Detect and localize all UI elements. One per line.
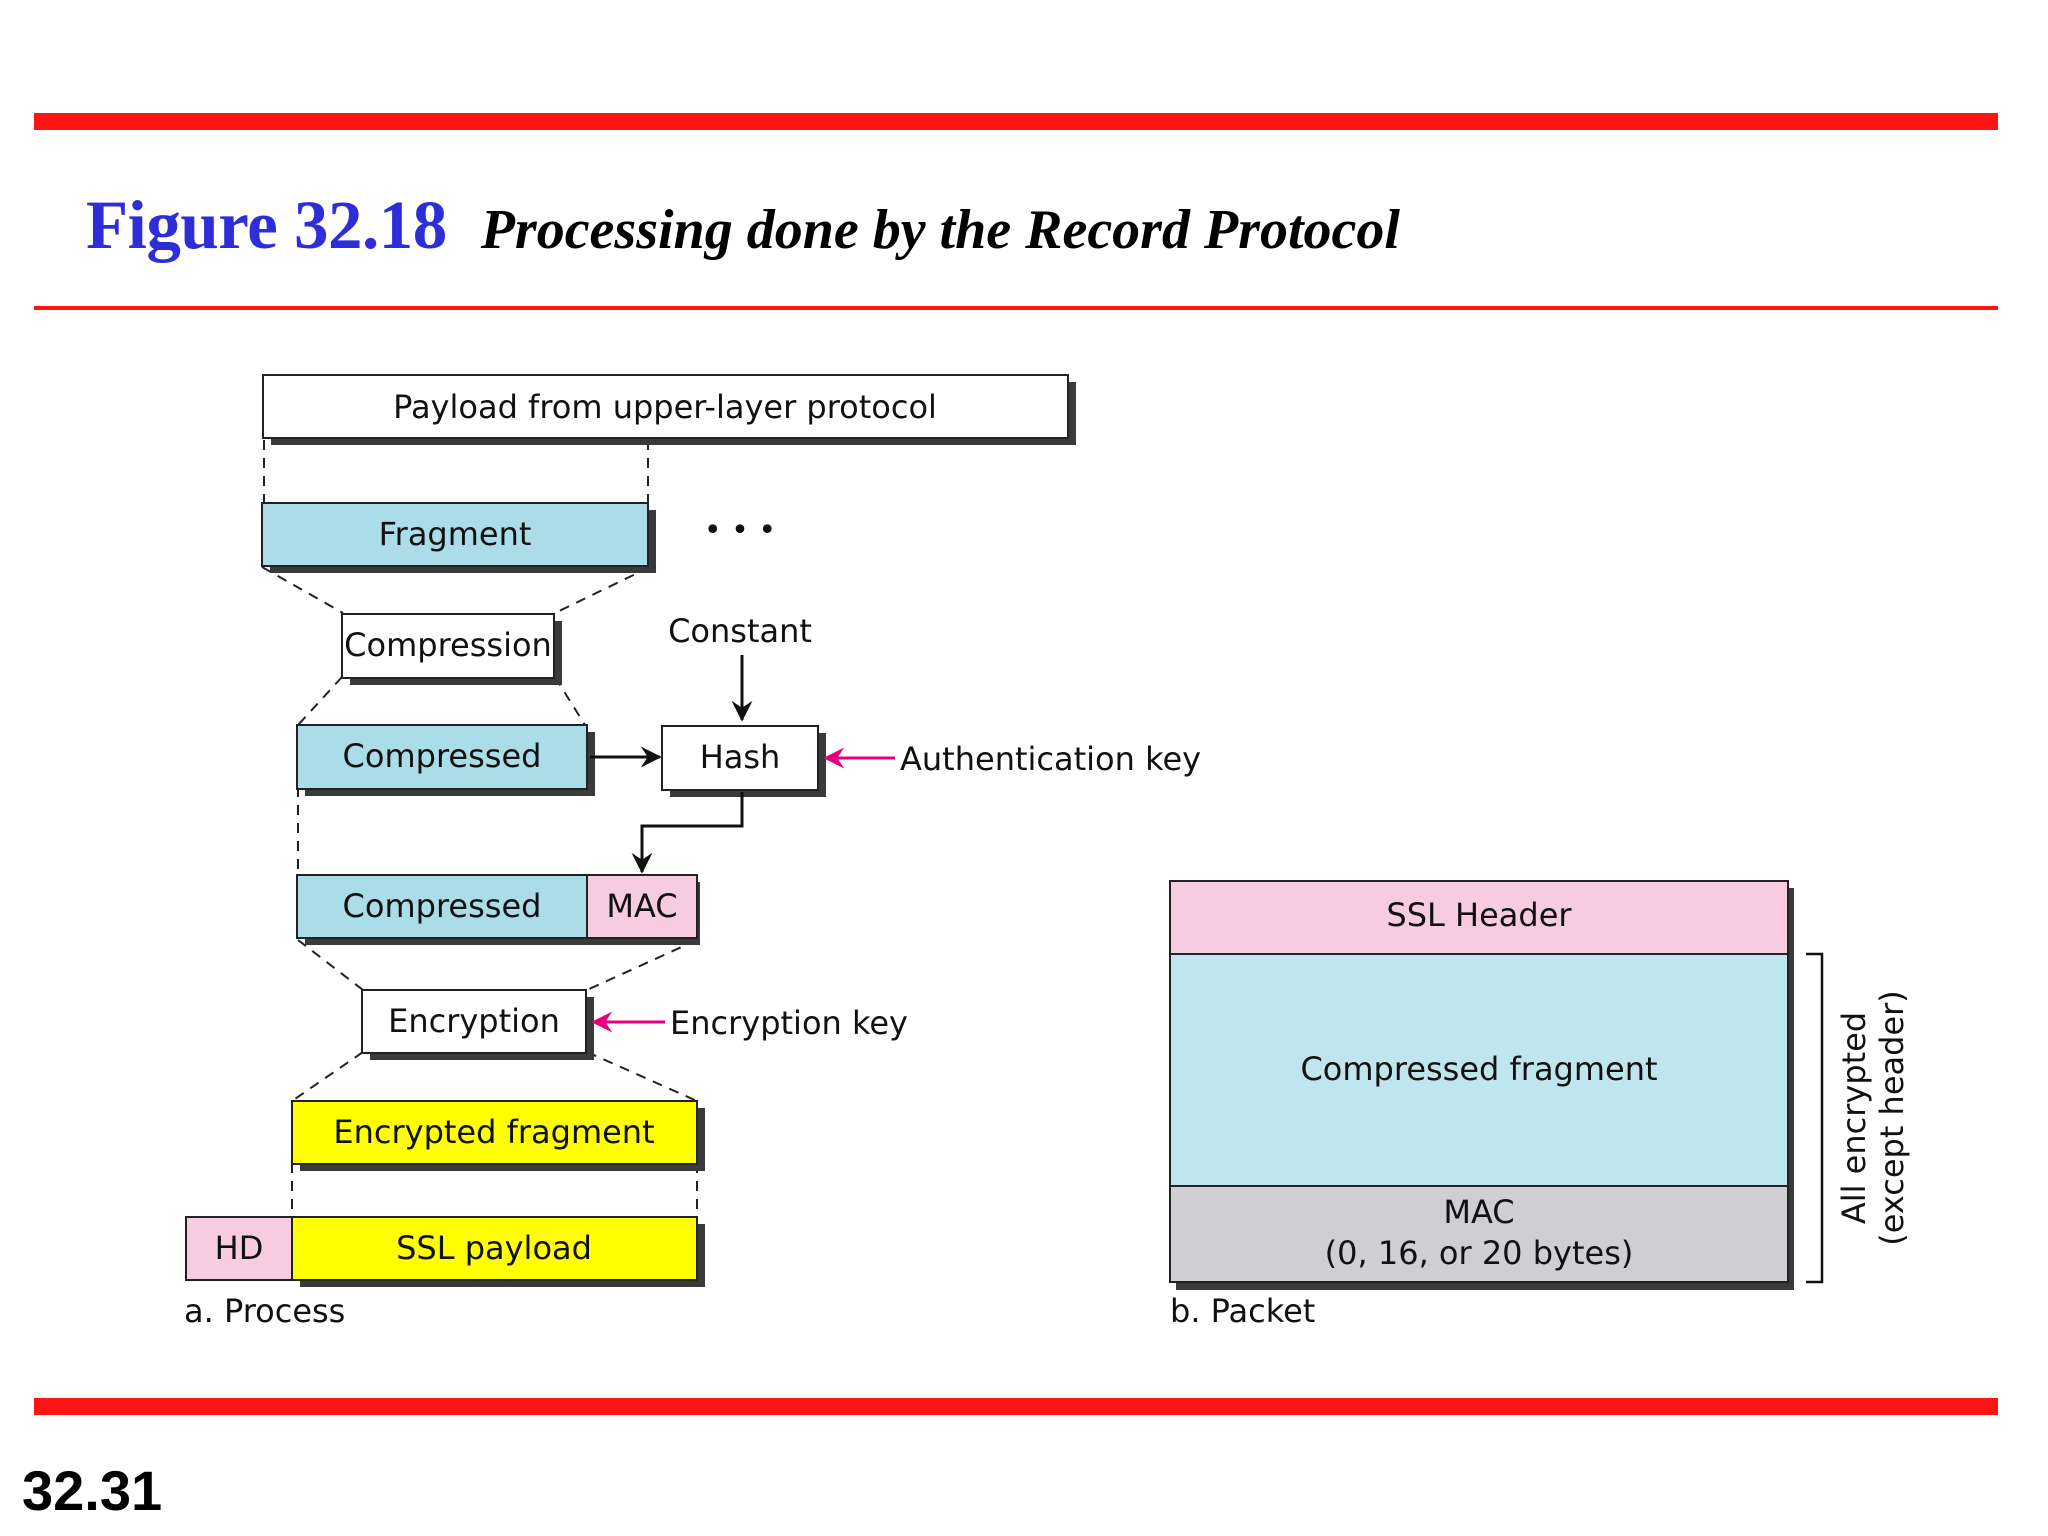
title-underline — [34, 306, 1998, 310]
ellipsis: • • • — [704, 513, 776, 548]
authentication-key-label: Authentication key — [900, 740, 1201, 778]
hash-label: Hash — [700, 738, 781, 776]
page-number: 32.31 — [22, 1459, 163, 1522]
encryption-label: Encryption — [388, 1002, 560, 1040]
hash-box: Hash — [661, 725, 826, 797]
mac-label: MAC — [606, 887, 677, 925]
encryption-key-label: Encryption key — [670, 1004, 908, 1042]
figure-caption: Processing done by the Record Protocol — [480, 199, 1400, 261]
payload-box: Payload from upper-layer protocol — [262, 374, 1076, 445]
packet-mac-label: MAC — [1443, 1193, 1514, 1231]
encrypted-fragment-box: Encrypted fragment — [291, 1100, 705, 1171]
encrypted-bracket — [1806, 952, 1824, 1284]
compressed-fragment-label: Compressed fragment — [1300, 1050, 1657, 1088]
packet-diagram: SSL Header Compressed fragment MAC (0, 1… — [1169, 880, 1794, 1290]
hash-to-mac-arrow — [631, 792, 744, 874]
fragment-label: Fragment — [379, 515, 532, 553]
payload-label: Payload from upper-layer protocol — [393, 388, 937, 426]
compressed-mac-box: Compressed MAC — [296, 874, 700, 945]
encrypted-fragment-label: Encrypted fragment — [333, 1113, 654, 1151]
packet-caption: b. Packet — [1170, 1292, 1315, 1330]
figure-number: Figure 32.18 — [86, 187, 447, 263]
bracket-label-line2: (except header) — [1873, 990, 1911, 1246]
compressed-label: Compressed — [343, 737, 542, 775]
ssl-payload-label: SSL payload — [396, 1229, 592, 1267]
figure-title: Figure 32.18 Processing done by the Recor… — [86, 186, 1400, 265]
compression-box: Compression — [341, 613, 562, 685]
compressed-box: Compressed — [296, 724, 595, 796]
compressed-label-2: Compressed — [343, 887, 542, 925]
bottom-red-bar — [34, 1398, 1998, 1415]
hd-label: HD — [215, 1229, 264, 1267]
ssl-record-box: HD SSL payload — [185, 1216, 705, 1287]
compression-label: Compression — [344, 626, 552, 664]
constant-label: Constant — [668, 612, 812, 650]
encryption-box: Encryption — [361, 989, 594, 1060]
packet-mac-size-label: (0, 16, or 20 bytes) — [1325, 1234, 1634, 1272]
ssl-header-label: SSL Header — [1386, 896, 1572, 934]
bracket-label-line1: All encrypted — [1835, 1012, 1873, 1224]
process-caption: a. Process — [184, 1292, 345, 1330]
top-red-bar — [34, 113, 1998, 130]
fragment-box: Fragment — [261, 502, 656, 573]
